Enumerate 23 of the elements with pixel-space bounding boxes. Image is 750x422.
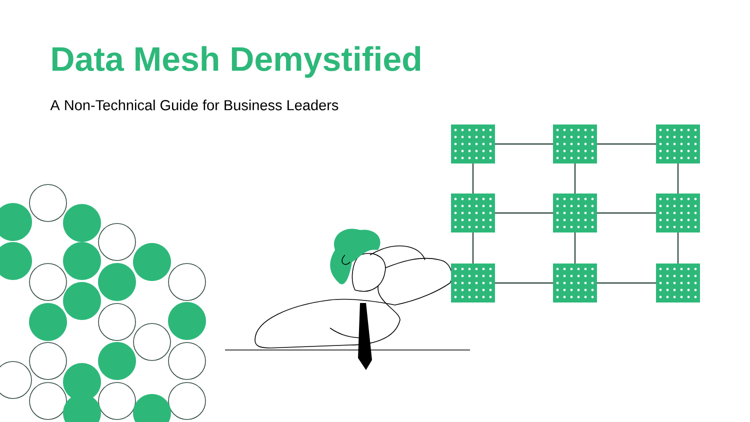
data-block	[656, 124, 700, 164]
connector-line	[597, 143, 656, 145]
connector-line	[574, 164, 576, 194]
data-block	[553, 124, 597, 164]
connector-line	[677, 232, 679, 264]
data-block	[451, 194, 495, 232]
connector-line	[597, 282, 656, 284]
connector-line	[495, 212, 553, 214]
title: Data Mesh Demystified	[52, 46, 420, 78]
connector-line	[472, 164, 474, 194]
connector-line	[472, 232, 474, 264]
connector-line	[574, 232, 576, 264]
connector-line	[495, 282, 553, 284]
data-block	[553, 194, 597, 232]
subtitle: A Non-Technical Guide for Business Leaders	[50, 100, 338, 110]
data-block	[656, 194, 700, 232]
connector-line	[597, 212, 656, 214]
data-block	[451, 124, 495, 164]
data-block	[451, 264, 495, 302]
connector-line	[677, 164, 679, 194]
data-block	[553, 264, 597, 302]
data-block	[656, 264, 700, 302]
connector-line	[495, 143, 553, 145]
